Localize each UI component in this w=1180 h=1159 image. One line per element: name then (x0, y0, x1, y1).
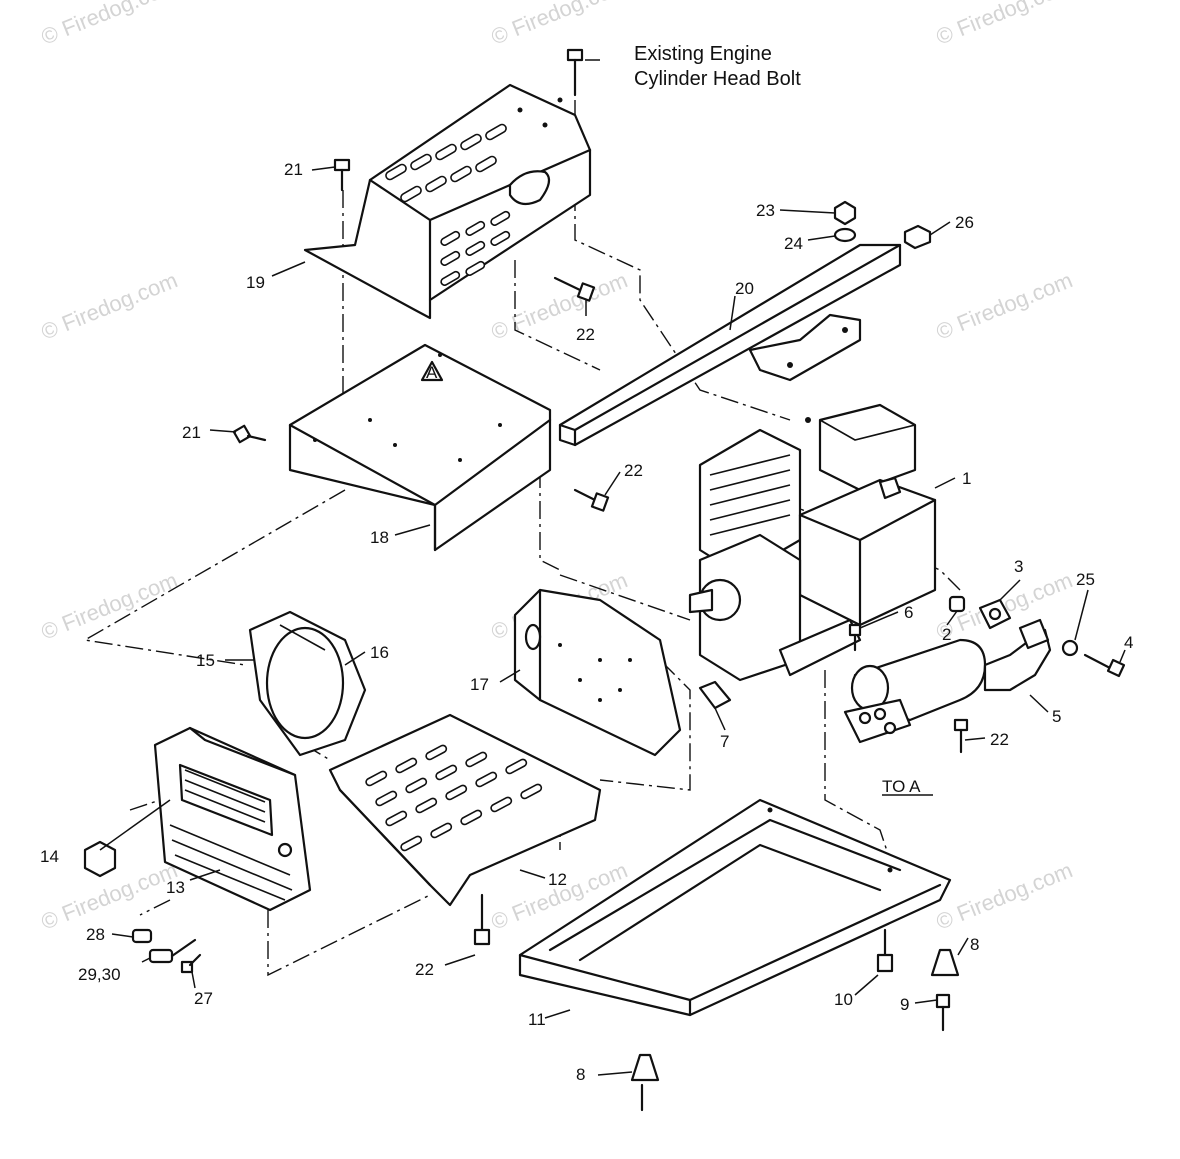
part-29-30-fitting (148, 938, 197, 964)
callout-4: 4 (1124, 633, 1133, 652)
callout-11: 11 (528, 1010, 546, 1029)
note-line-1: Existing Engine (634, 43, 772, 65)
callout-29-30: 29,30 (78, 965, 121, 984)
part-2-nut (948, 595, 966, 613)
watermark: © Firedog.com (38, 567, 181, 644)
part-21-bolt-top (333, 158, 351, 192)
part-22-bolt (953, 718, 969, 754)
part-26-clip (903, 224, 932, 250)
callout-7: 7 (720, 732, 729, 751)
callout-17: 17 (470, 675, 489, 694)
part-4-bolt (1083, 653, 1126, 678)
part-23-nut (833, 200, 857, 226)
callout-22: 22 (576, 325, 595, 344)
leader-lines (99, 166, 1126, 1076)
part-18-shield-plate (288, 343, 552, 552)
callout-19: 19 (246, 273, 265, 292)
part-22-bolt (473, 893, 491, 946)
callout-13: 13 (166, 878, 185, 897)
callout-5: 5 (1052, 707, 1061, 726)
callout-labels: 21 19 22 21 18 22 23 24 26 20 1 3 25 4 5… (40, 160, 1133, 1084)
callout-26: 26 (955, 213, 974, 232)
part-3-gasket (978, 598, 1012, 630)
part-1-engine (688, 403, 937, 682)
callout-22: 22 (990, 730, 1009, 749)
cylinder-head-bolt (566, 48, 584, 97)
callout-25: 25 (1076, 570, 1095, 589)
callout-6: 6 (904, 603, 913, 622)
part-22-bolt (553, 276, 596, 302)
callout-12: 12 (548, 870, 567, 889)
callout-18: 18 (370, 528, 389, 547)
ref-marker-a: A (426, 363, 438, 382)
callout-8: 8 (576, 1065, 585, 1084)
callout-22: 22 (415, 960, 434, 979)
part-5-muffler (843, 618, 1052, 744)
part-20-rail (558, 243, 902, 447)
part-14-switch (83, 840, 117, 878)
callout-2: 2 (942, 625, 951, 644)
part-24-washer (833, 227, 857, 243)
callout-15: 15 (196, 651, 215, 670)
callout-16: 16 (370, 643, 389, 662)
part-8-mount (930, 948, 960, 977)
callout-8: 8 (970, 935, 979, 954)
watermark: © Firedog.com (488, 0, 631, 50)
note-line-2: Cylinder Head Bolt (634, 68, 801, 90)
part-25-washer (1061, 639, 1079, 657)
part-15-16-rings (248, 610, 367, 757)
callout-3: 3 (1014, 557, 1023, 576)
part-12-base-tray (328, 713, 602, 907)
callout-21: 21 (182, 423, 201, 442)
callout-10: 10 (834, 990, 853, 1009)
part-7-fitting (698, 680, 732, 710)
part-28-fitting (131, 928, 153, 944)
callout-21: 21 (284, 160, 303, 179)
part-19-top-shield (303, 83, 592, 320)
part-13-front-panel (153, 726, 312, 912)
part-22-bolt (573, 488, 610, 512)
callout-23: 23 (756, 201, 775, 220)
to-a-label: TO A (882, 777, 921, 796)
watermark: © Firedog.com (38, 267, 181, 344)
watermark: © Firedog.com (933, 267, 1076, 344)
part-9-bolt (935, 993, 951, 1032)
callout-22: 22 (624, 461, 643, 480)
callout-9: 9 (900, 995, 909, 1014)
watermark: © Firedog.com (38, 0, 181, 50)
callout-14: 14 (40, 847, 59, 866)
part-17-cover-plate (513, 588, 682, 757)
part-10-bolt (876, 928, 894, 973)
callout-28: 28 (86, 925, 105, 944)
callout-27: 27 (194, 989, 213, 1008)
part-21-bolt-side (232, 424, 267, 444)
part-8-mount (630, 1053, 660, 1112)
part-6-bolt (848, 623, 862, 652)
part-27-bolt (180, 953, 202, 974)
callout-24: 24 (784, 234, 803, 253)
callout-20: 20 (735, 279, 754, 298)
watermark: © Firedog.com (933, 0, 1076, 50)
callout-1: 1 (962, 469, 971, 488)
part-11-base-frame (518, 798, 952, 1017)
watermark: © Firedog.com (933, 857, 1076, 934)
